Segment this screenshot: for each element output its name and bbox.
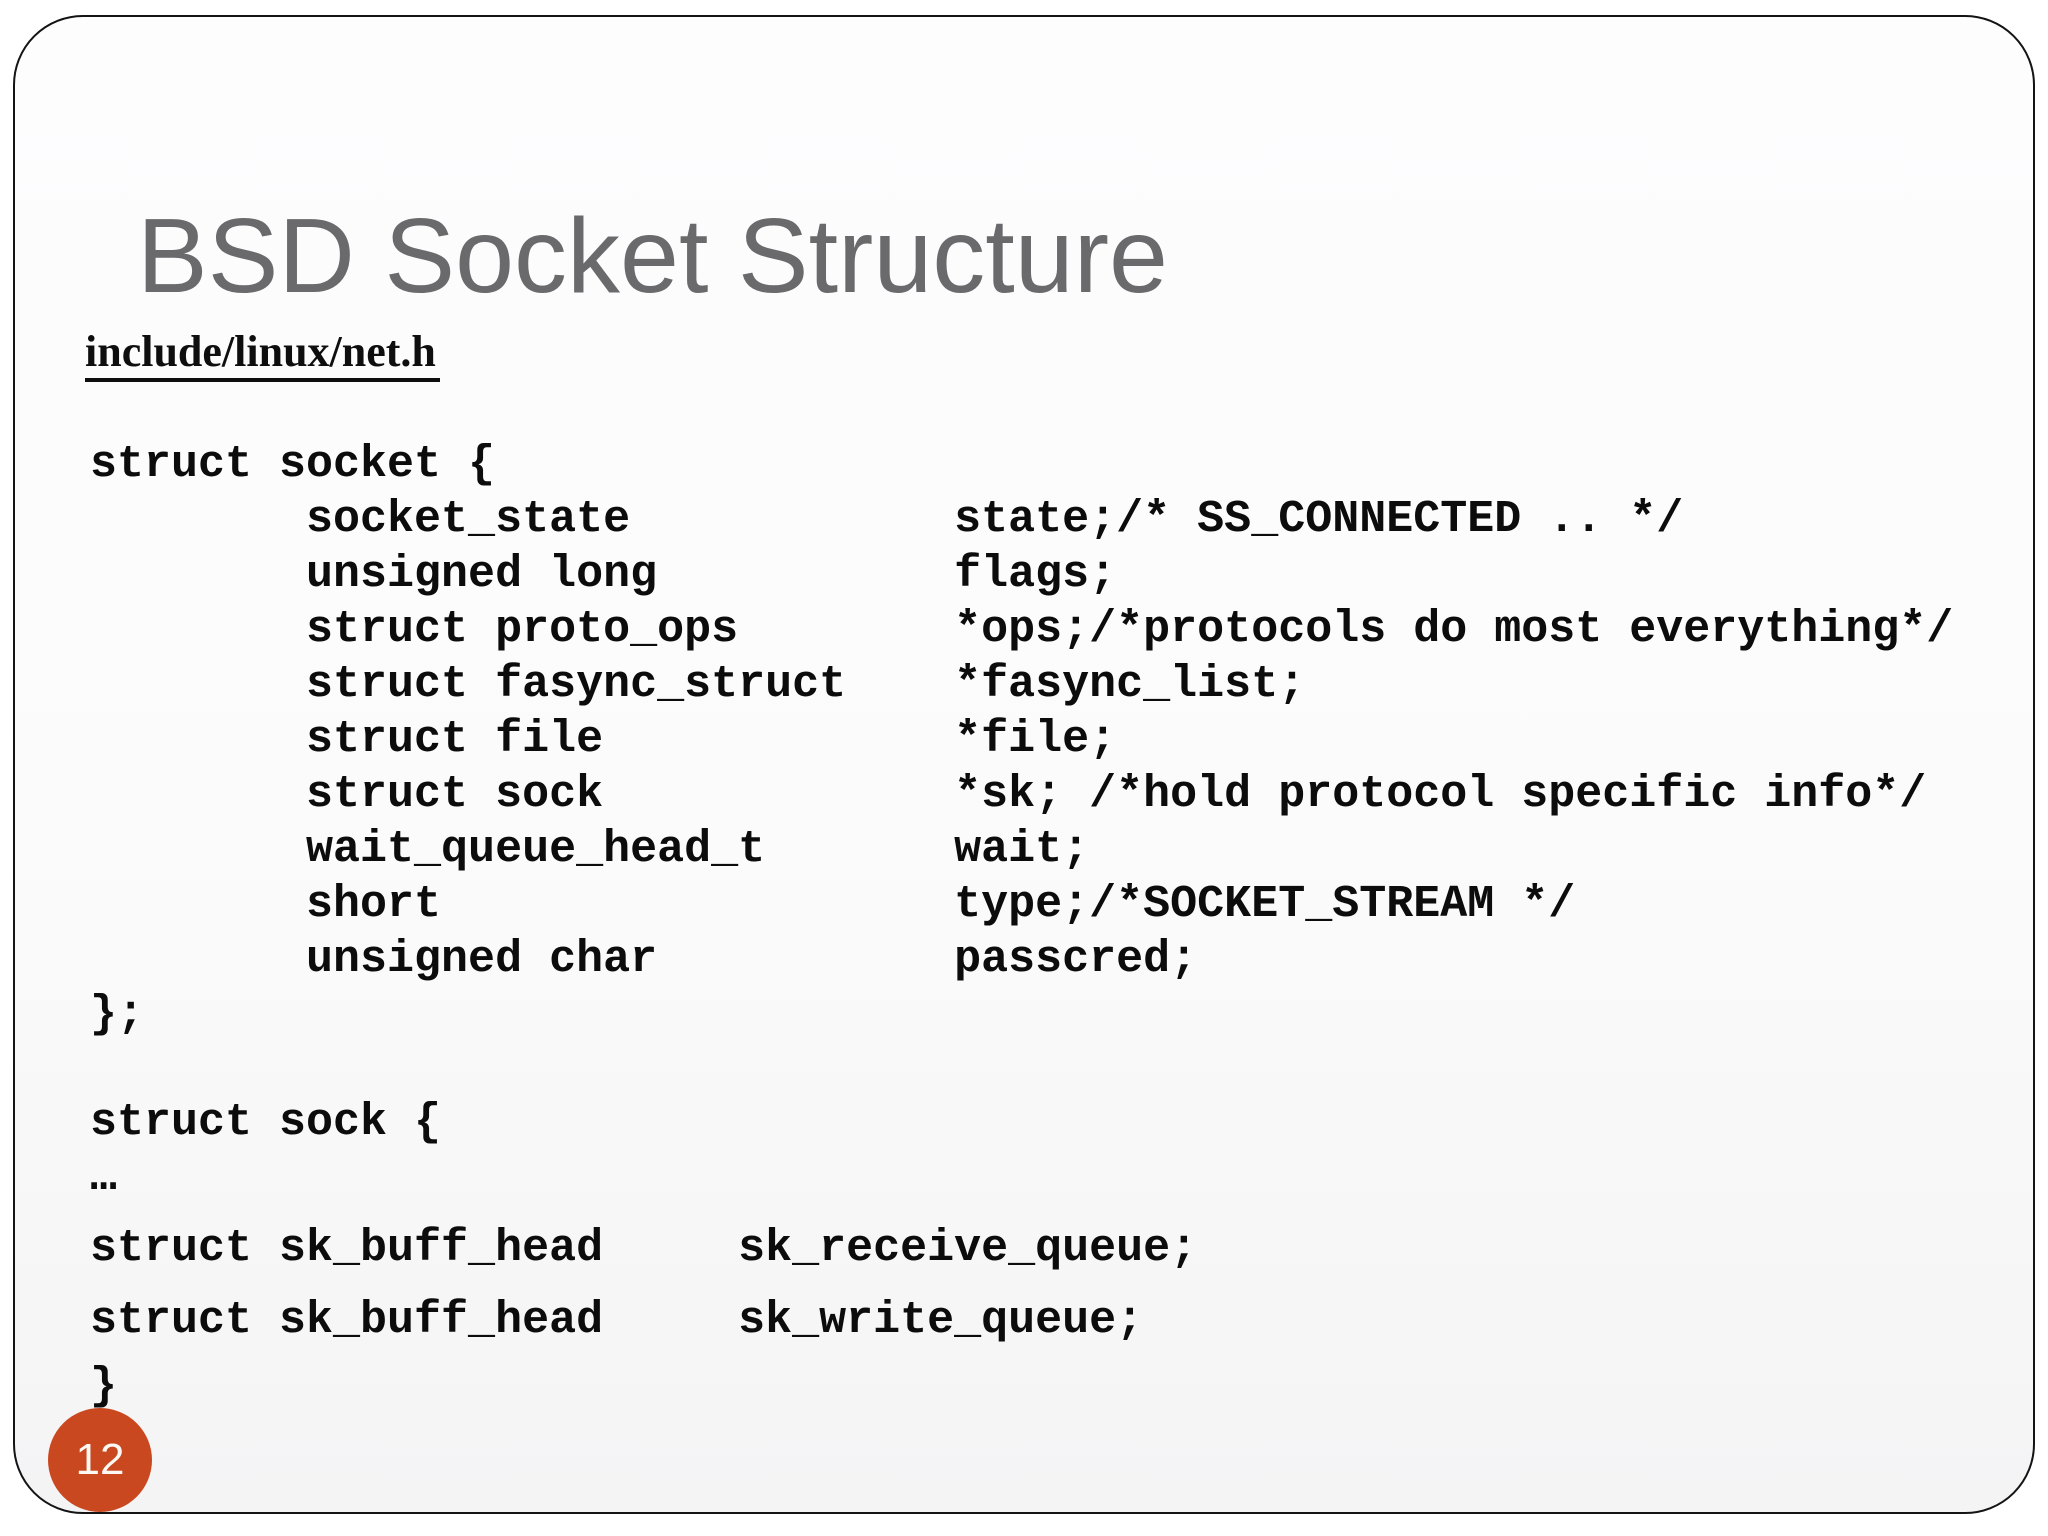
code-line: struct socket { (90, 439, 496, 490)
code-line: … (90, 1152, 118, 1203)
code-line: struct sk_buff_head sk_write_queue; (90, 1295, 1144, 1346)
code-line: struct sock { (90, 1097, 442, 1148)
page-number-badge: 12 (48, 1408, 152, 1512)
code-line: struct fasync_struct *fasync_list; (90, 659, 1306, 710)
header-file-path: include/linux/net.h (85, 328, 440, 383)
code-line: } (90, 1361, 118, 1412)
code-line: struct sock *sk; /*hold protocol specifi… (90, 769, 1927, 820)
code-line: socket_state state;/* SS_CONNECTED .. */ (90, 494, 1684, 545)
code-line: struct proto_ops *ops;/*protocols do mos… (90, 604, 1954, 655)
code-line: wait_queue_head_t wait; (90, 824, 1090, 875)
code-line: short type;/*SOCKET_STREAM */ (90, 879, 1576, 930)
page-number: 12 (75, 1435, 125, 1484)
code-line: }; (90, 989, 145, 1040)
code-line: struct sk_buff_head sk_receive_queue; (90, 1223, 1198, 1274)
slide-frame: BSD Socket Structure include/linux/net.h… (13, 15, 2035, 1514)
code-line: unsigned char passcred; (90, 934, 1198, 985)
slide-title: BSD Socket Structure (137, 197, 1168, 315)
code-line: struct file *file; (90, 714, 1117, 765)
code-block-struct-socket: struct socket { socket_state state;/* SS… (90, 437, 1953, 1042)
code-line: unsigned long flags; (90, 549, 1117, 600)
code-block-struct-sock: struct sock {… struct sk_buff_head sk_rec… (90, 1095, 1197, 1414)
